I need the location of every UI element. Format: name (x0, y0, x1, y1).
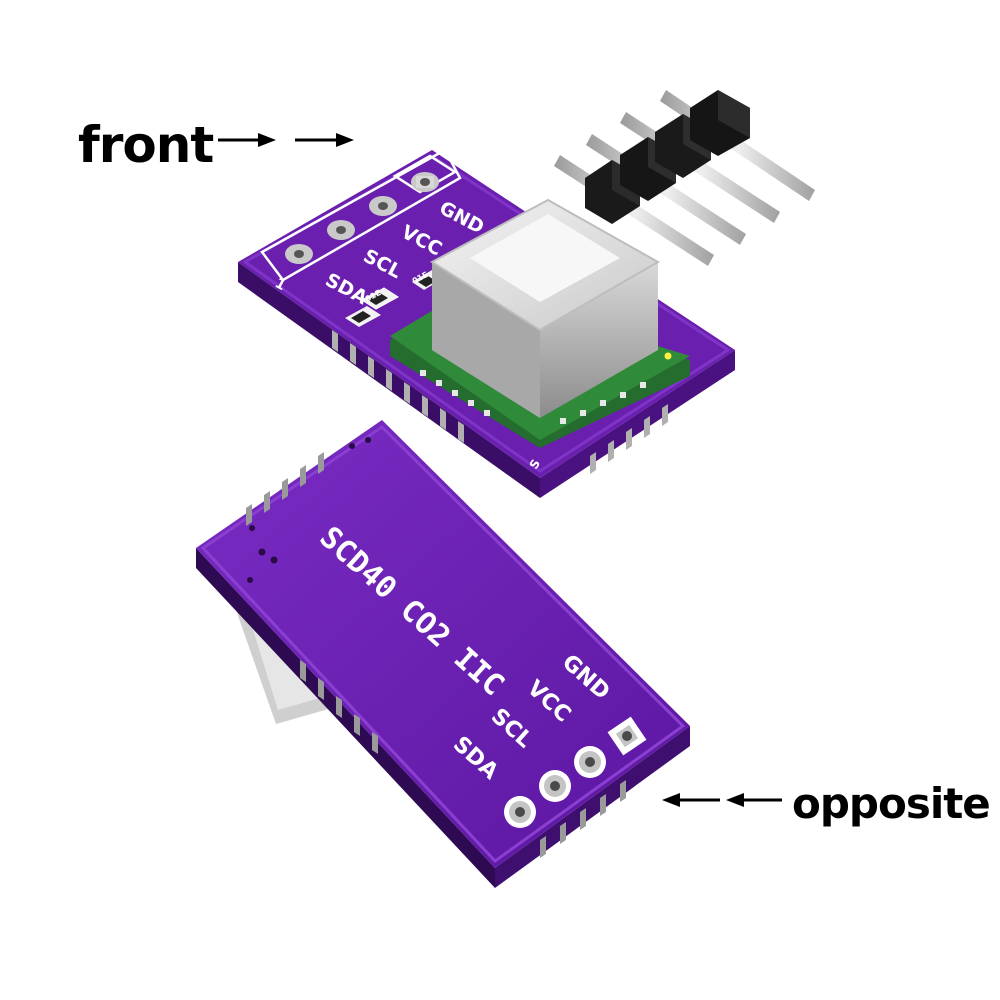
front-arrows (218, 133, 354, 147)
pin-header (554, 90, 815, 266)
opposite-callout-label: opposite (792, 779, 991, 828)
back-vias (247, 437, 371, 583)
sensor-pads (420, 370, 646, 424)
castellated-pads-front (332, 330, 668, 474)
back-board: SCD40 CO2 IIC GND VCC SCL SDA (196, 420, 690, 888)
opposite-arrows (662, 793, 782, 807)
castellated-pads-back (246, 452, 626, 858)
sensor-shield-can (430, 198, 661, 418)
front-through-holes (285, 172, 439, 264)
front-board: GND VCC SCL SDA 1 S 01E 01E (238, 148, 735, 498)
back-through-holes (504, 716, 647, 828)
front-callout-label: front (78, 116, 214, 174)
